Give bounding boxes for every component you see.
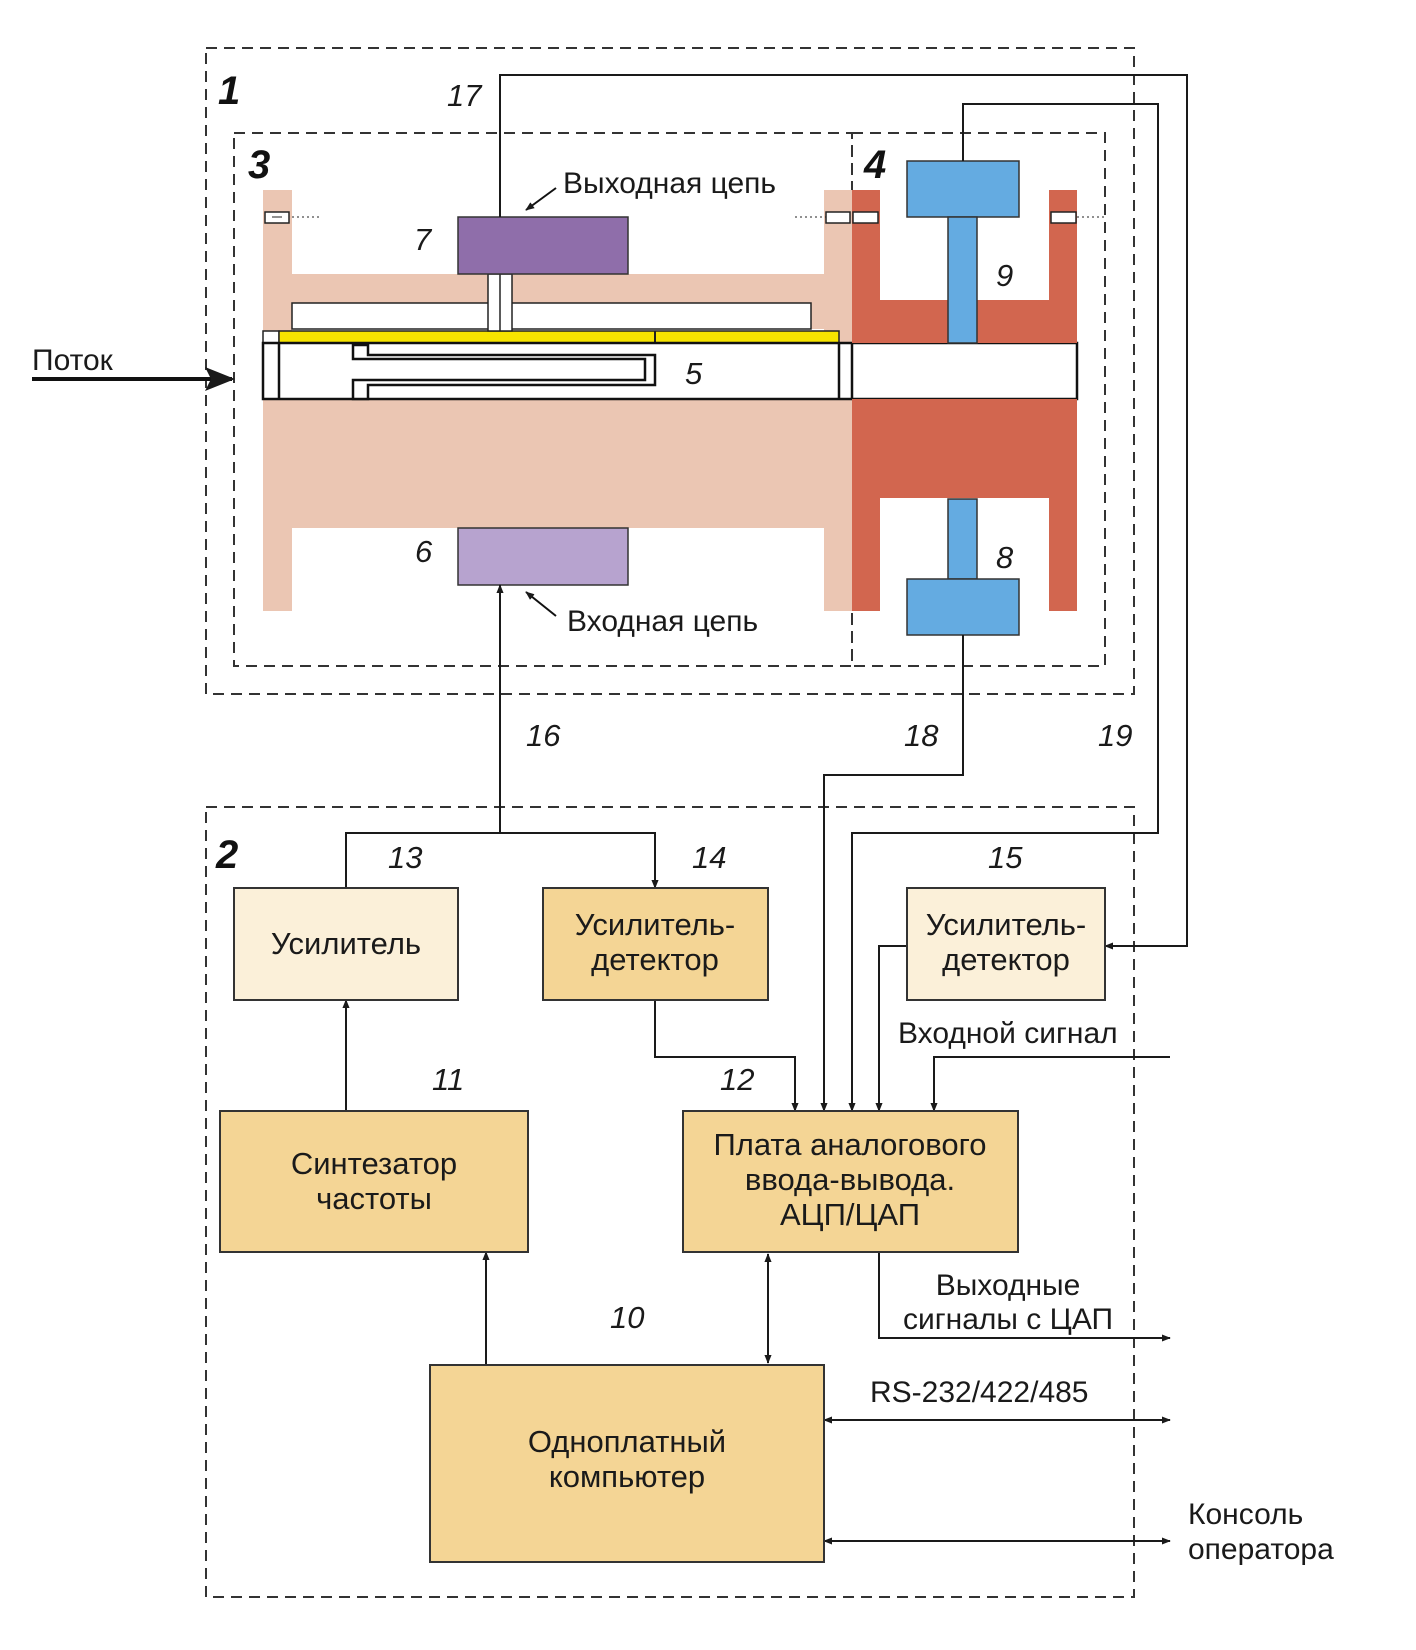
region-1-label: 1: [218, 69, 240, 113]
num-11: 11: [432, 1062, 464, 1097]
electrode-8: [906, 498, 1020, 636]
amp-detector-14-label-1: Усилитель-: [575, 907, 735, 942]
synthesizer-label-2: частоты: [316, 1181, 432, 1216]
dac-outputs-label-2: сигналы с ЦАП: [903, 1303, 1113, 1336]
wire-15-adc: [875, 945, 907, 1112]
right-flange: [824, 190, 852, 611]
waveguide-slot-left: [262, 330, 280, 344]
region-2-label: 2: [215, 833, 238, 877]
input-circuit-block: [457, 527, 629, 586]
num-13: 13: [388, 840, 422, 875]
num-16: 16: [526, 718, 561, 753]
lower-housing: [292, 400, 824, 528]
wire-12: [654, 1000, 799, 1112]
wire-19: [848, 103, 1159, 1112]
num-5: 5: [685, 356, 703, 391]
upper-cavity: [291, 302, 812, 330]
num-14: 14: [692, 840, 726, 875]
num-15: 15: [988, 840, 1023, 875]
flow-channel: [261, 341, 1079, 401]
wire-13-14: [345, 832, 659, 889]
input-circuit-label: Входная цепь: [567, 605, 758, 638]
num-8: 8: [996, 540, 1014, 575]
input-circuit-pointer: [525, 591, 557, 617]
bolt-right-a: [825, 211, 851, 224]
wire-18: [820, 635, 964, 1112]
left-flange: [263, 190, 292, 611]
wire-17: [499, 74, 1188, 950]
output-circuit-block: [457, 216, 629, 275]
region-3-label: 3: [248, 143, 270, 187]
rs-label: RS-232/422/485: [870, 1376, 1089, 1409]
wire-input-signal: [930, 1056, 1170, 1112]
num-10: 10: [610, 1300, 644, 1335]
num-9: 9: [996, 258, 1013, 293]
wire-dac-outputs: [878, 1252, 1171, 1342]
amp-detector-14-label-2: детектор: [591, 942, 719, 977]
computer-block: [429, 1364, 825, 1563]
resonator-element-5: [351, 343, 657, 401]
electrode-9: [906, 160, 1020, 344]
computer-label-2: компьютер: [549, 1459, 705, 1494]
bolt-far-right: [1050, 211, 1077, 224]
amp-detector-15-label-2: детектор: [942, 942, 1070, 977]
num-12: 12: [720, 1062, 754, 1097]
console-label-2: оператора: [1188, 1533, 1334, 1566]
region-1-frame: [205, 47, 1135, 695]
output-circuit-pointer: [525, 187, 557, 211]
num-6: 6: [415, 534, 433, 569]
bolt-right-b: [852, 211, 879, 224]
region-4-label: 4: [863, 143, 886, 187]
computer-label-1: Одноплатный: [528, 1424, 726, 1459]
adc-label-3: АЦП/ЦАП: [780, 1197, 920, 1232]
dac-outputs-label-1: Выходные: [936, 1269, 1081, 1302]
amplifier-label: Усилитель: [271, 926, 421, 961]
adc-label-1: Плата аналогового: [713, 1127, 986, 1162]
adc-board-block: [682, 1110, 1019, 1253]
amp-detector-15-block: [906, 887, 1106, 1001]
sensor-body-dark: [852, 190, 1077, 611]
output-circuit-label: Выходная цепь: [563, 167, 776, 200]
num-7: 7: [414, 222, 433, 257]
num-18: 18: [904, 718, 939, 753]
amplifier-block: [233, 887, 459, 1001]
synthesizer-block: [219, 1110, 529, 1253]
amp-detector-15-label-1: Усилитель-: [926, 907, 1086, 942]
input-signal-label: Входной сигнал: [898, 1017, 1118, 1050]
console-label-1: Консоль: [1188, 1498, 1303, 1531]
synthesizer-label-1: Синтезатор: [291, 1146, 457, 1181]
adc-label-2: ввода-вывода.: [745, 1162, 955, 1197]
num-17: 17: [447, 78, 483, 113]
flow-label: Поток: [32, 344, 114, 377]
amp-detector-14-block: [542, 887, 769, 1001]
num-19: 19: [1098, 718, 1132, 753]
region-2-frame: [205, 806, 1135, 1598]
